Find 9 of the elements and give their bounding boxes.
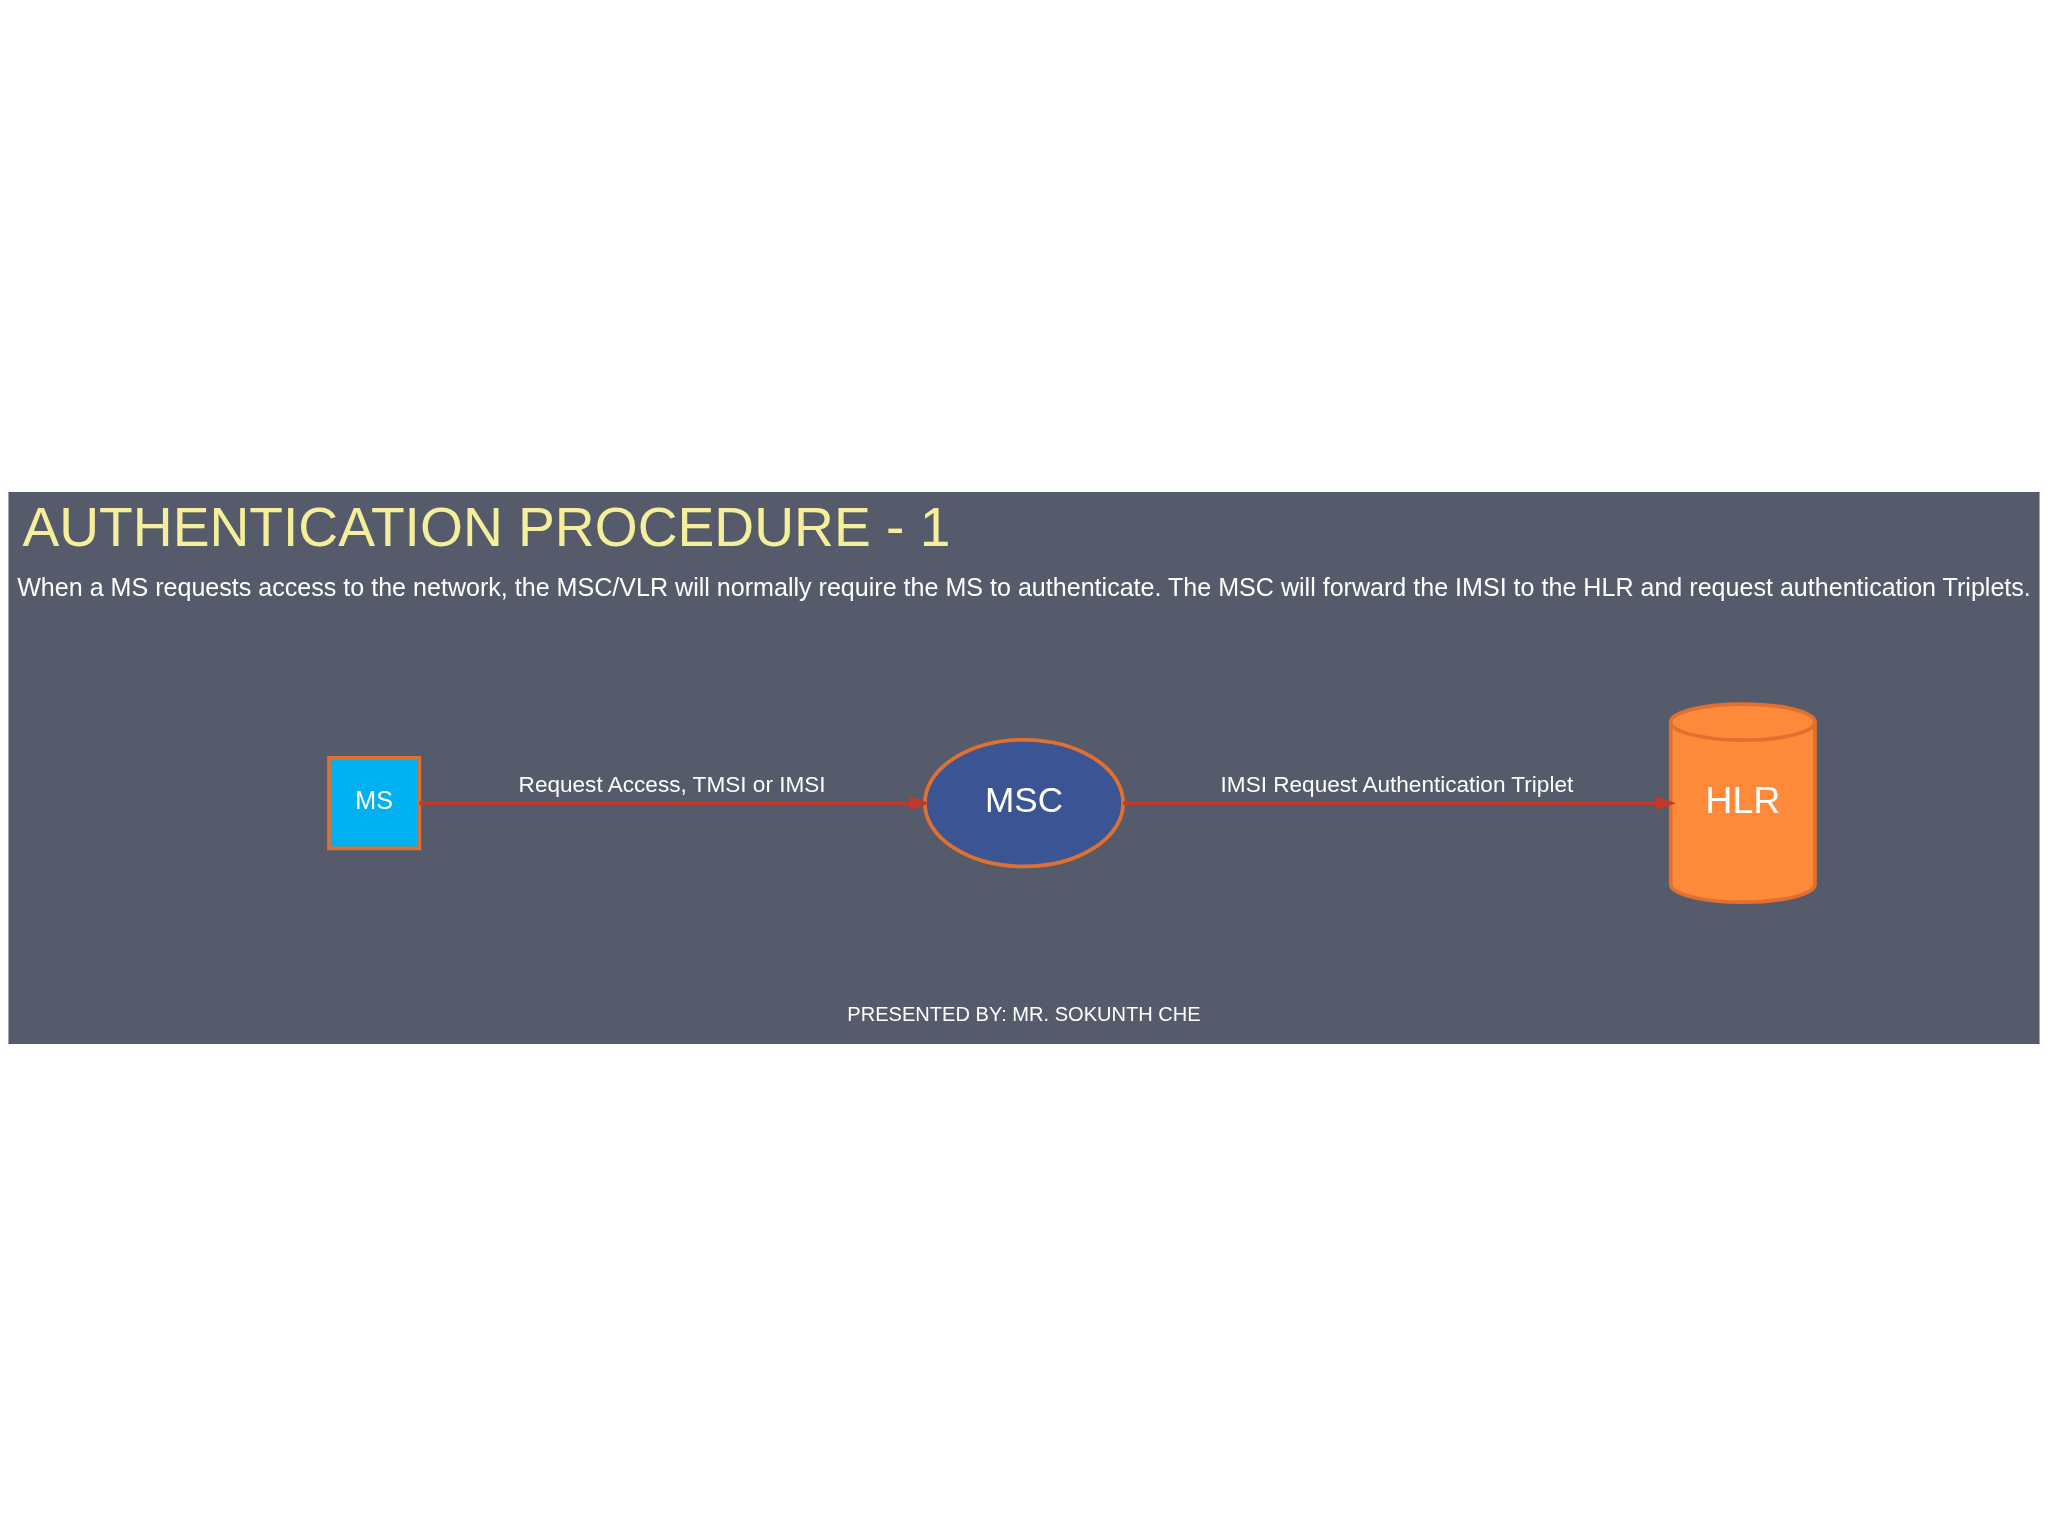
label: When a MS requests access to the network, the MSC/VLR will normally require the MS to authenticate. The MSC will forward the IMSI to the HLR and request authentication Triplets. (17, 573, 2031, 602)
diagram-title: AUTHENTICATION PROCEDURE - 1 (22, 496, 951, 559)
edge-label: IMSI Request Authentication Triplet (1220, 772, 1574, 798)
arrow (419, 796, 931, 811)
node-box: MS (327, 756, 422, 851)
arrow (1123, 796, 1676, 811)
edge-label: Request Access, TMSI or IMSI (518, 772, 826, 798)
label: PRESENTED BY: MR. SOKUNTH CHE (847, 1003, 1201, 1026)
node-ellipse: MSC (923, 737, 1125, 869)
